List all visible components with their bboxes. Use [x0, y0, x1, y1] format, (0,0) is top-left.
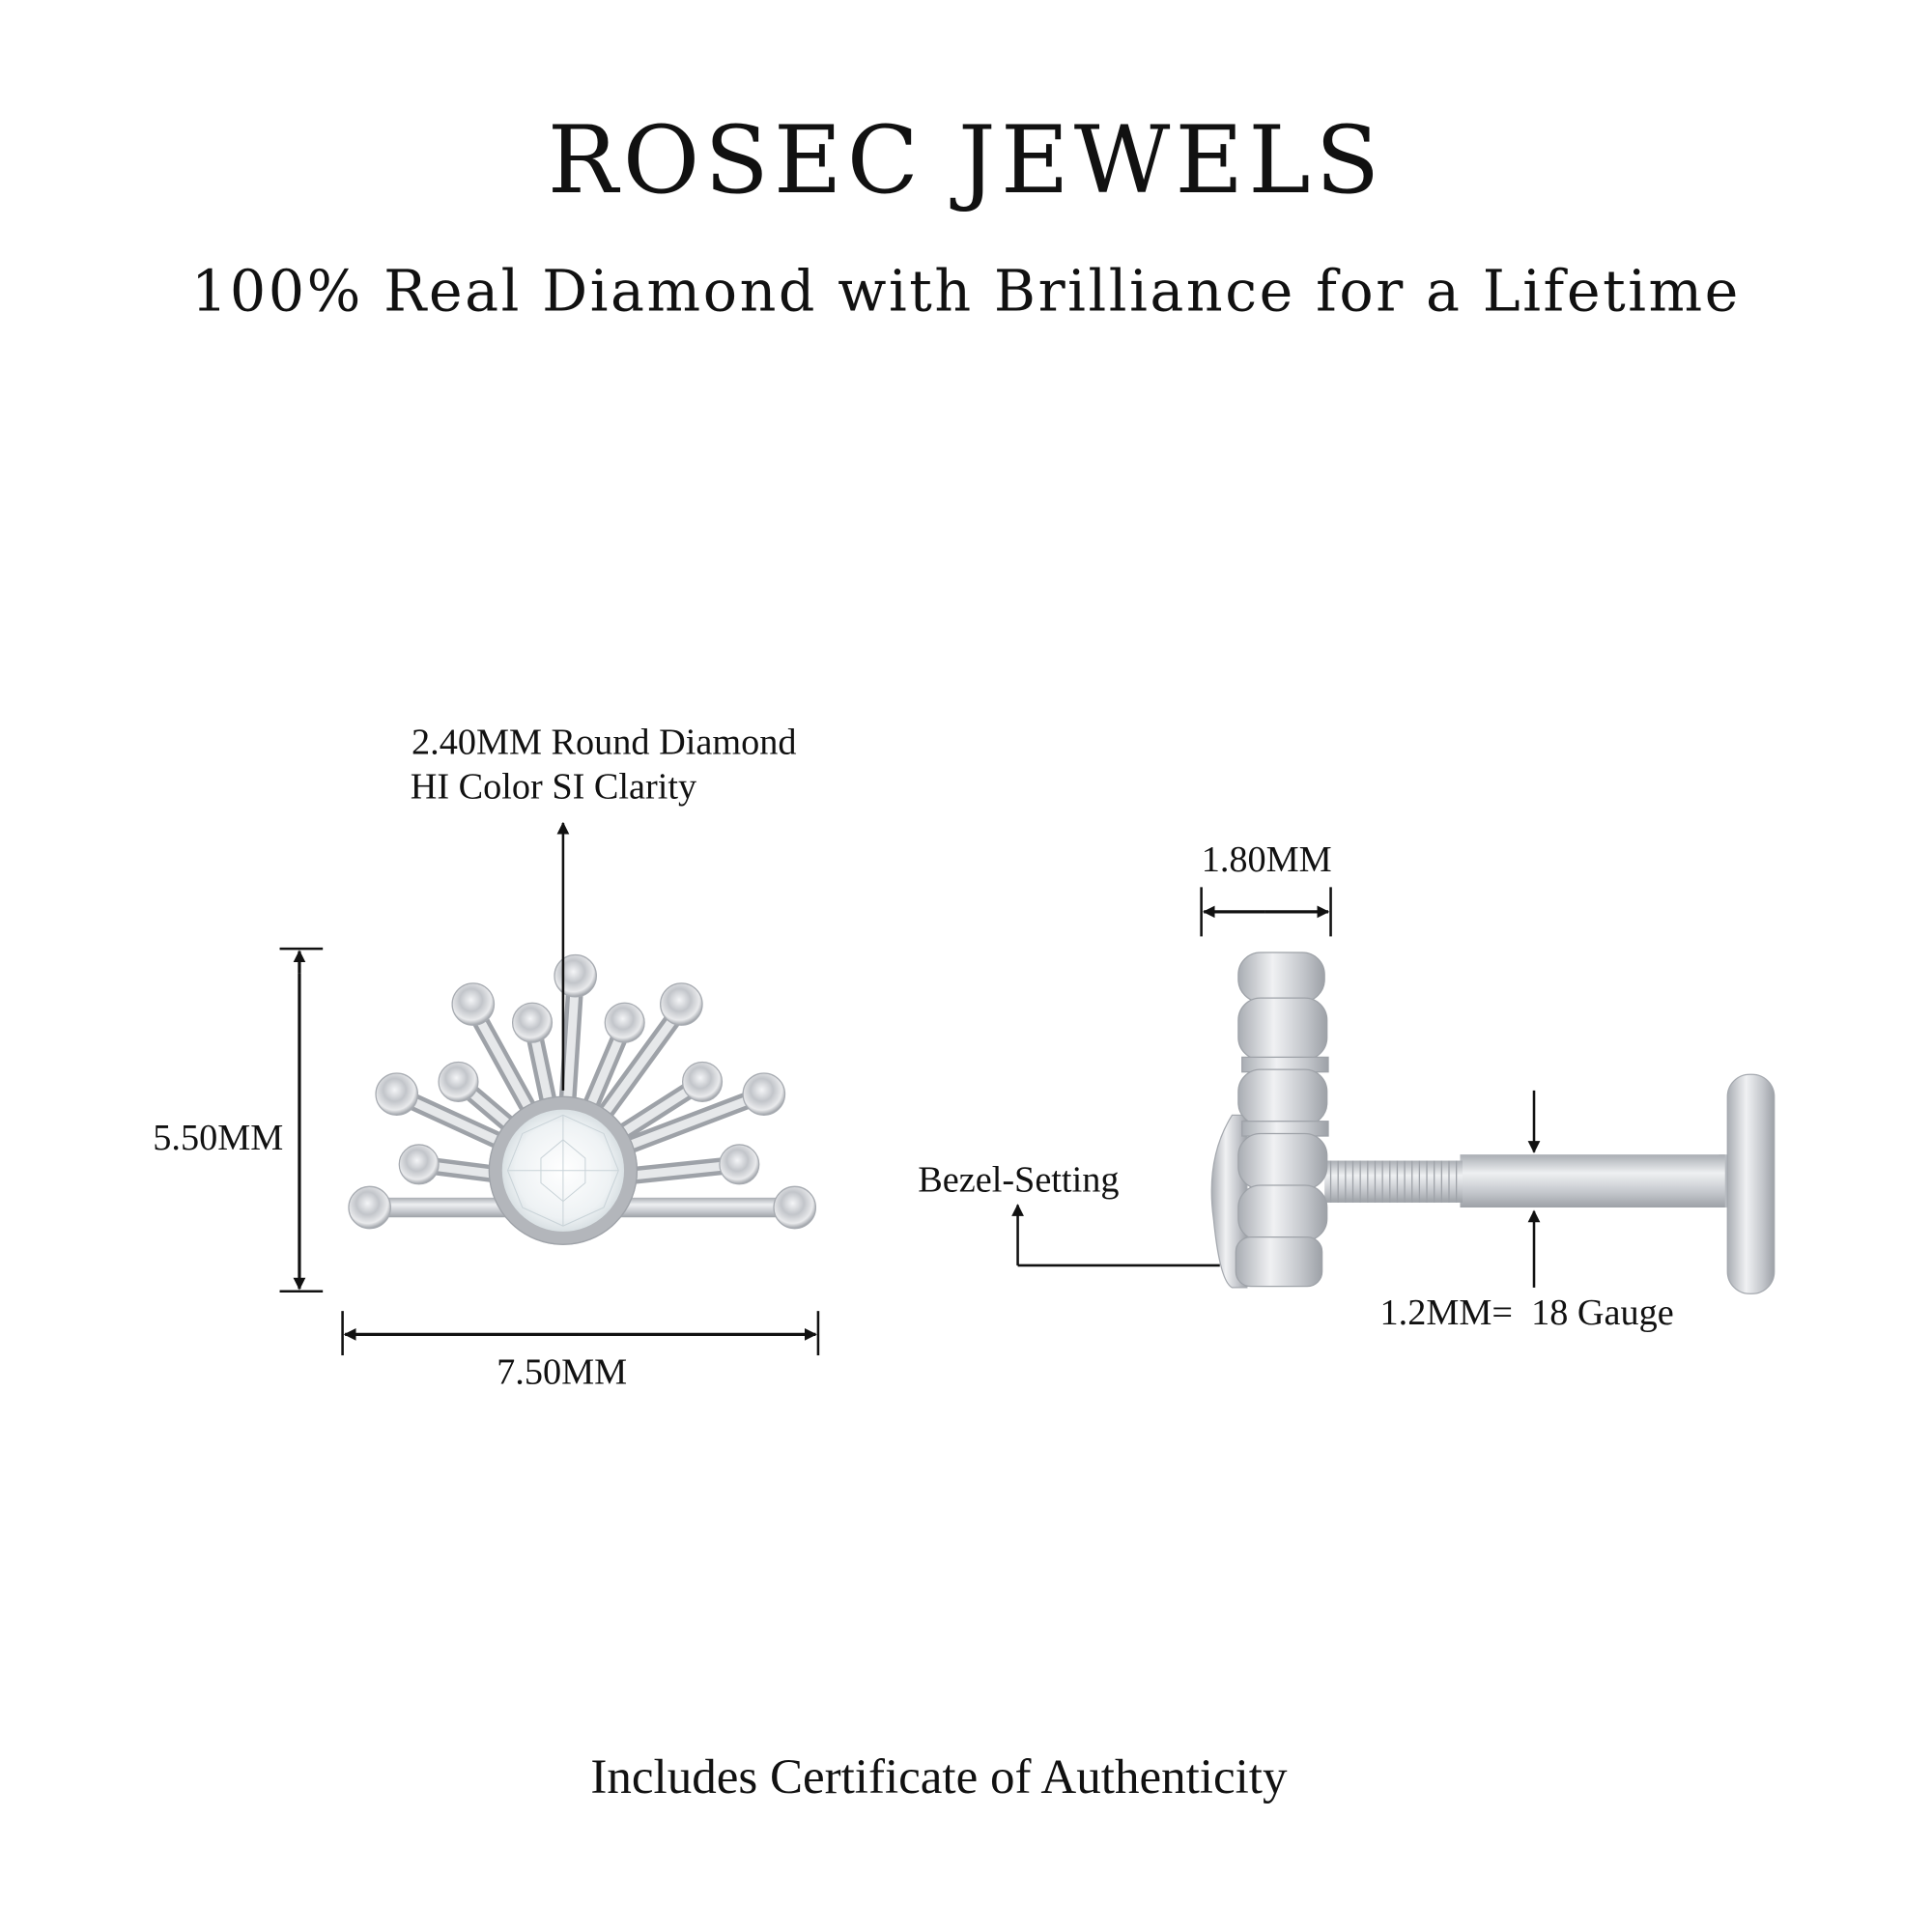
depth-label: 1.80MM [1202, 839, 1332, 880]
flat-back-disc [1726, 1073, 1776, 1294]
front-view-earring [348, 953, 817, 1245]
gauge-label: 1.2MM= 18 Gauge [1380, 1293, 1674, 1333]
depth-dimension [1200, 887, 1332, 937]
bezel-setting-leader [1011, 1204, 1220, 1267]
diamond-icon [506, 1114, 619, 1227]
height-label: 5.50MM [153, 1118, 283, 1158]
bezel-setting-label: Bezel-Setting [918, 1159, 1119, 1200]
width-label: 7.50MM [497, 1351, 627, 1392]
threaded-screw [1324, 1160, 1463, 1203]
diamond-label-quality: HI Color SI Clarity [411, 767, 696, 808]
side-view-earring [1210, 952, 1776, 1294]
brand-title: ROSEC JEWELS [548, 105, 1385, 214]
tagline: 100% Real Diamond with Brilliance for a … [191, 258, 1741, 324]
certificate-note: Includes Certificate of Authenticity [590, 1750, 1288, 1804]
post [1460, 1154, 1725, 1208]
width-dimension [341, 1311, 820, 1356]
diamond-label-size: 2.40MM Round Diamond [412, 723, 796, 763]
height-dimension [279, 947, 324, 1293]
